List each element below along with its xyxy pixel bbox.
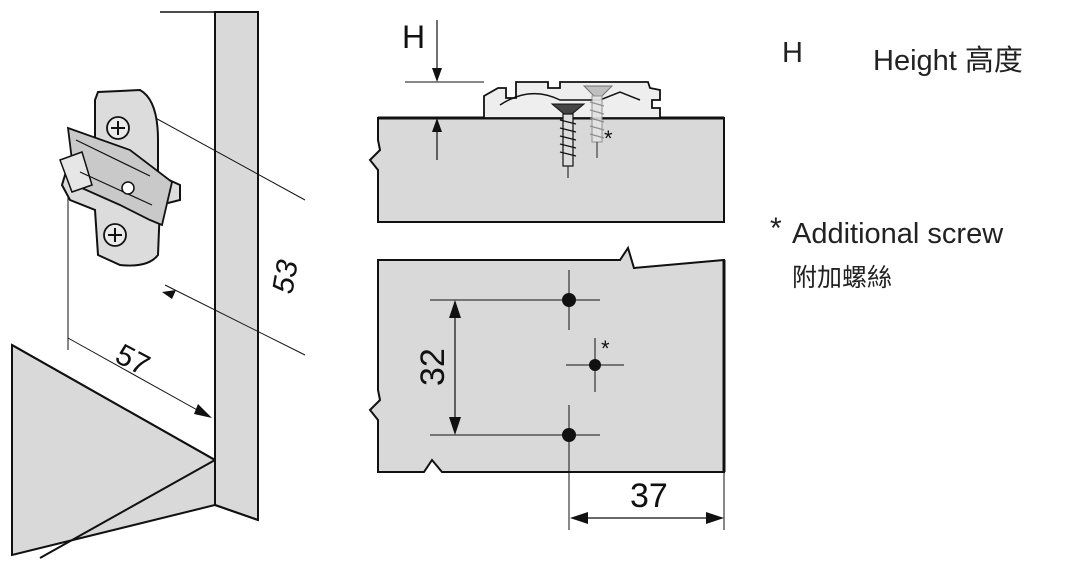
drill-hole-top [562,293,576,307]
legend-height-label: Height 高度 [873,45,1023,77]
legend-asterisk: * [770,212,782,245]
plate-screw-top-icon [106,116,130,140]
drill-hole-bottom [562,428,576,442]
dim-label-57: 57 [110,338,155,383]
profile-asterisk: * [604,126,613,151]
profile-panel [368,117,725,223]
profile-screw-icon [550,103,586,178]
dim-label-h: H [402,19,425,55]
drill-hole-additional [589,359,601,371]
dim-label-53: 53 [267,257,305,296]
dim-label-32: 32 [414,348,452,386]
legend-additional-screw-zh: 附加螺絲 [792,264,893,292]
cabinet-side-wall [214,11,259,522]
hole-asterisk: * [601,336,610,361]
profile-view: * H [368,19,725,223]
legend-symbol-h: H [782,37,803,69]
drilling-pattern-view: * 32 37 [368,245,726,530]
plate-screw-bottom-icon [103,223,127,247]
dim-label-37: 37 [630,477,668,515]
legend-additional-screw-en: Additional screw [792,218,1004,250]
drilling-panel [368,245,725,473]
cabinet-3d-view: 57 53 [11,11,306,559]
profile-additional-screw-icon [582,85,614,158]
mounting-plate [59,88,181,267]
